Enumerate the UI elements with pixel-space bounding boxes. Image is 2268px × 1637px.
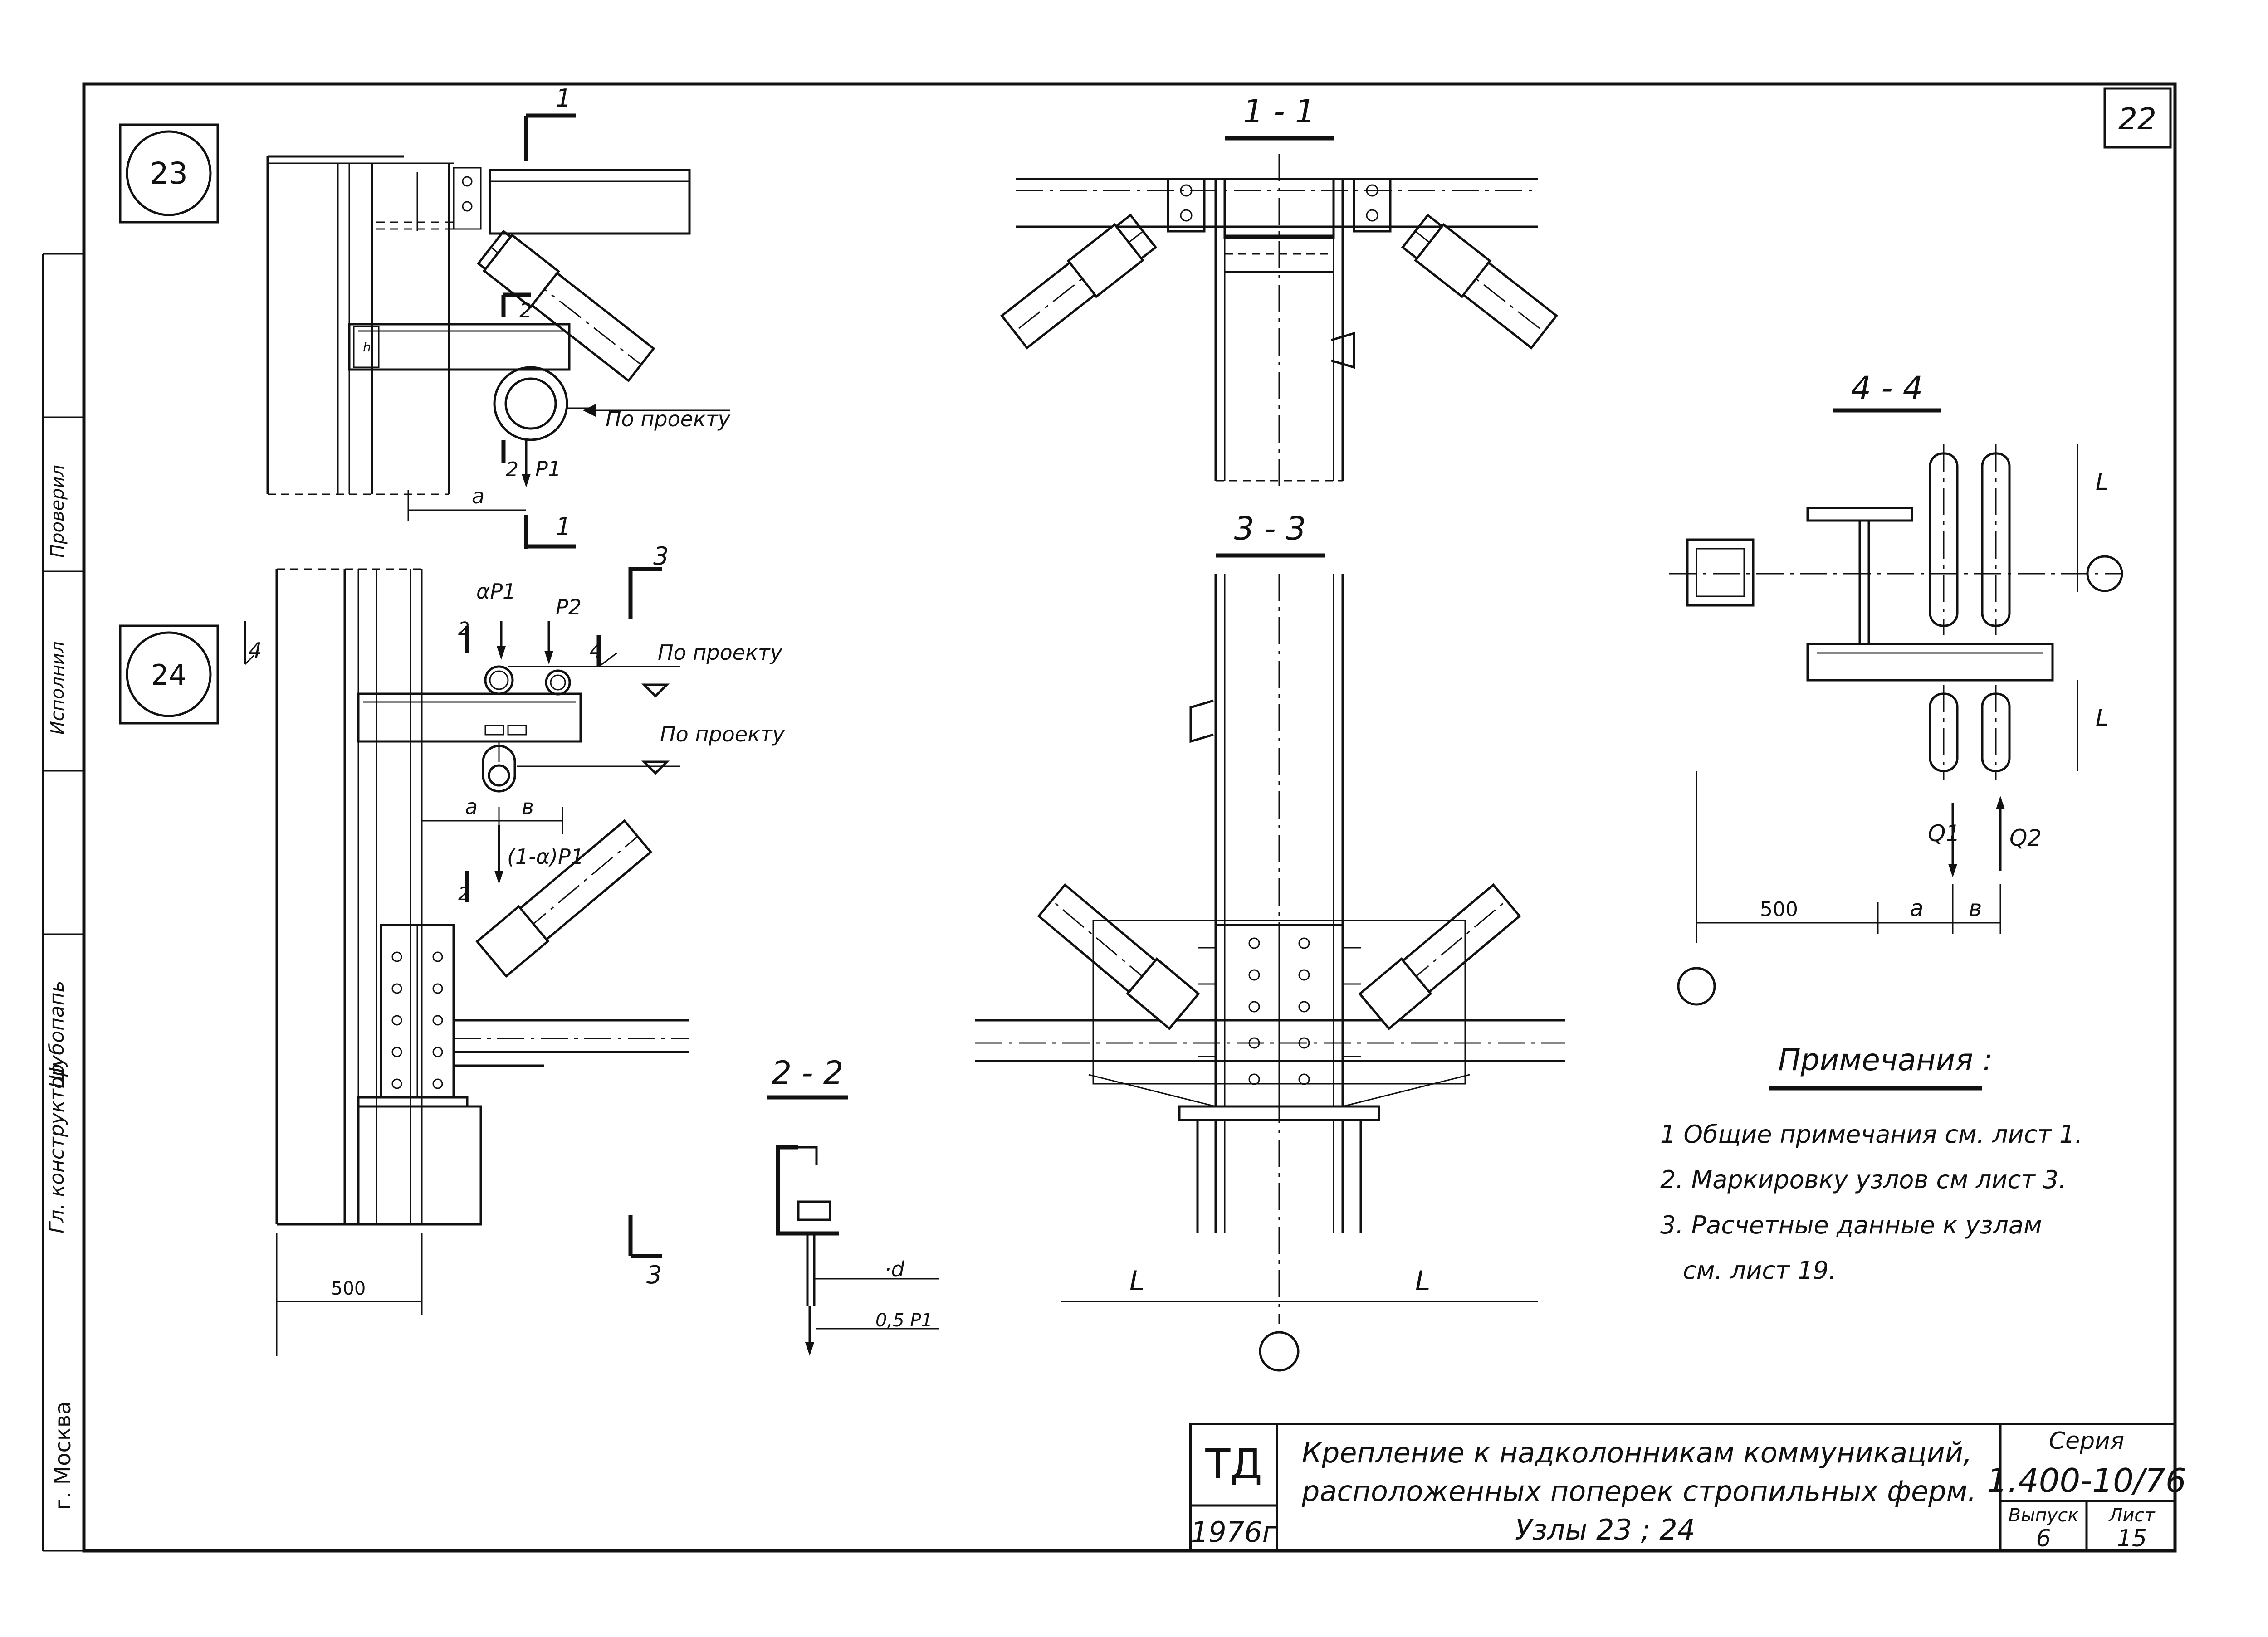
cut-3-top: 3 (653, 542, 669, 570)
stamp-name: Шубопапь (45, 980, 68, 1088)
org-code: ТД (1205, 1441, 1262, 1488)
by-project-2: По проекту (658, 640, 783, 665)
issue-label: Выпуск (2009, 1505, 2079, 1526)
load-P2: P2 (556, 595, 582, 619)
stamp-dept-1: Исполнил (47, 641, 68, 735)
dim-L-44-top: L (2096, 469, 2108, 495)
title-line-1: Крепление к надколонникам коммуникаций, (1302, 1436, 1972, 1469)
cut-2-d: 2 (458, 884, 469, 905)
section-3-3-title: 3 - 3 (1234, 510, 1306, 547)
stamp-dept-2: Проверил (47, 465, 68, 558)
dim-a-3: a (1910, 895, 1924, 921)
cut-2-a: 2 (519, 299, 532, 322)
weld-h-1: h (363, 340, 371, 355)
node-23-label: 23 (150, 156, 188, 191)
note-4: см. лист 19. (1683, 1256, 1837, 1285)
series-label: Серия (2049, 1428, 2124, 1455)
half-P1: 0,5 P1 (875, 1310, 933, 1331)
cut-1-top: 1 (556, 84, 571, 112)
dim-500-2: 500 (1760, 898, 1798, 921)
by-project-3: По проекту (660, 722, 785, 746)
load-Q1: Q1 (1928, 820, 1960, 847)
load-P1-label: P1 (535, 457, 561, 481)
section-2-2-title: 2 - 2 (772, 1054, 844, 1091)
dim-a-1: a (472, 484, 484, 508)
notes-title: Примечания : (1778, 1043, 1993, 1077)
note-3: 3. Расчетные данные к узлам (1660, 1211, 2042, 1239)
series-value: 1.400-10/76 (1987, 1462, 2186, 1500)
load-alphaP1: αP1 (476, 579, 516, 604)
sheet-label: Лист (2108, 1505, 2156, 1526)
section-1-1-title: 1 - 1 (1243, 93, 1315, 130)
title-line-2: расположенных поперек стропильных ферм. (1301, 1475, 1976, 1508)
year: 1976г (1191, 1515, 1277, 1549)
side-stamp: Гл. конструктор Шубопапь Исполнил Провер… (45, 465, 76, 1510)
dim-L-left: L (1129, 1265, 1144, 1297)
section-4-4: 4 - 4 L L Q1 Q2 (1669, 370, 2123, 1006)
stamp-city: г. Москва (50, 1401, 76, 1510)
cut-1-bottom: 1 (556, 512, 571, 541)
sheet-frame: 22 (42, 82, 2177, 1553)
node-24-detail: 24 4 По проекту По про (119, 542, 785, 1356)
dim-500-1: 500 (331, 1278, 366, 1299)
sheet-value: 15 (2117, 1525, 2147, 1552)
title-block: ТД 1976г Крепление к надколонникам комму… (1189, 1423, 2186, 1552)
diameter-d: ·d (885, 1257, 905, 1281)
stamp-role: Гл. конструктор (45, 1064, 68, 1233)
load-Q2: Q2 (2009, 825, 2042, 851)
dim-b-2: в (522, 794, 534, 819)
dim-L-44-bottom: L (2096, 705, 2108, 731)
issue-value: 6 (2036, 1525, 2051, 1552)
section-3-3: 3 - 3 (975, 510, 1565, 1372)
dim-a-2: a (465, 794, 478, 819)
cut-4-left: 4 (249, 638, 262, 663)
node-24-label: 24 (151, 658, 187, 692)
section-2-2: 2 - 2 ·d 0,5 P1 (767, 1054, 939, 1356)
section-4-4-title: 4 - 4 (1851, 370, 1923, 407)
title-line-3: Узлы 23 ; 24 (1515, 1513, 1695, 1546)
note-2: 2. Маркировку узлов см лист 3. (1660, 1165, 2066, 1194)
note-1: 1 Общие примечания см. лист 1. (1660, 1120, 2083, 1149)
cut-3-bottom: 3 (646, 1261, 662, 1289)
dim-b-3: в (1969, 895, 1982, 921)
sheet-number: 22 (2118, 102, 2156, 136)
notes-block: Примечания : 1 Общие примечания см. лист… (1660, 1043, 2083, 1285)
node-23-detail: 23 h По про (119, 84, 731, 549)
dim-L-right: L (1415, 1265, 1430, 1297)
cut-2-c: 2 (458, 619, 469, 639)
section-1-1: 1 - 1 (1000, 93, 1558, 490)
cut-2-b: 2 (506, 458, 518, 481)
cut-4-right: 4 (590, 638, 603, 663)
by-project-1: По проекту (606, 407, 731, 431)
